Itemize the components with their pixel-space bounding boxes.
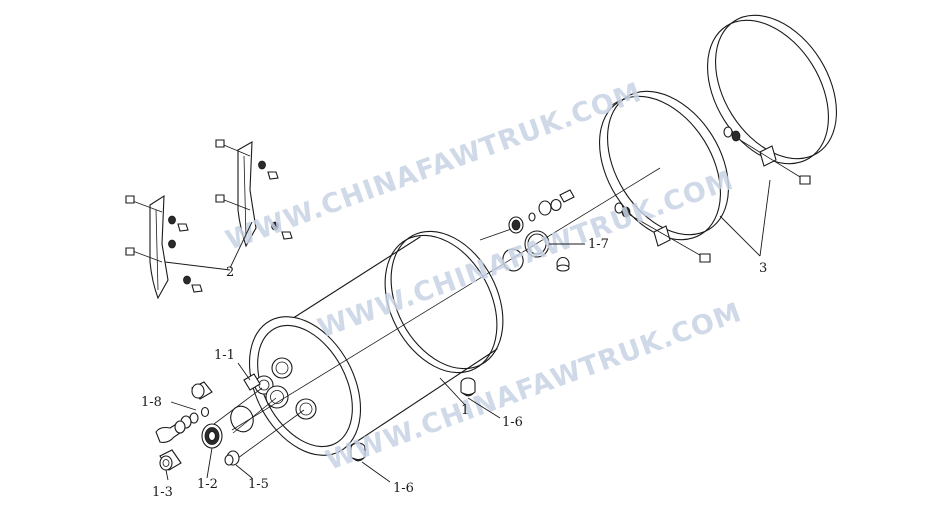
rear-fittings — [479, 189, 575, 272]
label-1-8: 1-8 — [141, 395, 162, 410]
tank-straps — [599, 14, 837, 263]
drain-valves — [350, 377, 476, 462]
label-1-1: 1-1 — [214, 348, 235, 363]
label-1-7: 1-7 — [588, 237, 609, 252]
front-fittings — [155, 373, 305, 471]
air-tank — [231, 167, 661, 456]
label-1: 1 — [461, 403, 469, 418]
watermark-text: WWW.CHINAFAWTRUK.COM — [322, 297, 746, 477]
plug-1-8 — [191, 381, 213, 400]
mounting-brackets — [125, 139, 293, 300]
plug-1-5 — [224, 450, 240, 466]
label-2: 2 — [226, 265, 234, 280]
label-1-3: 1-3 — [152, 485, 173, 500]
leader-lines — [164, 179, 771, 483]
label-1-6-bottom: 1-6 — [393, 481, 414, 496]
callout-labels: 1-1 1-8 1-3 1-2 1-5 1 1-6 1-6 1-7 2 3 — [141, 237, 767, 500]
label-1-2: 1-2 — [197, 477, 218, 492]
label-3: 3 — [759, 261, 767, 276]
label-1-5: 1-5 — [248, 477, 269, 492]
elbow-fitting — [155, 420, 186, 443]
valve-1-2 — [201, 423, 223, 449]
label-1-6-top: 1-6 — [502, 415, 523, 430]
fitting-1-3 — [159, 449, 182, 471]
